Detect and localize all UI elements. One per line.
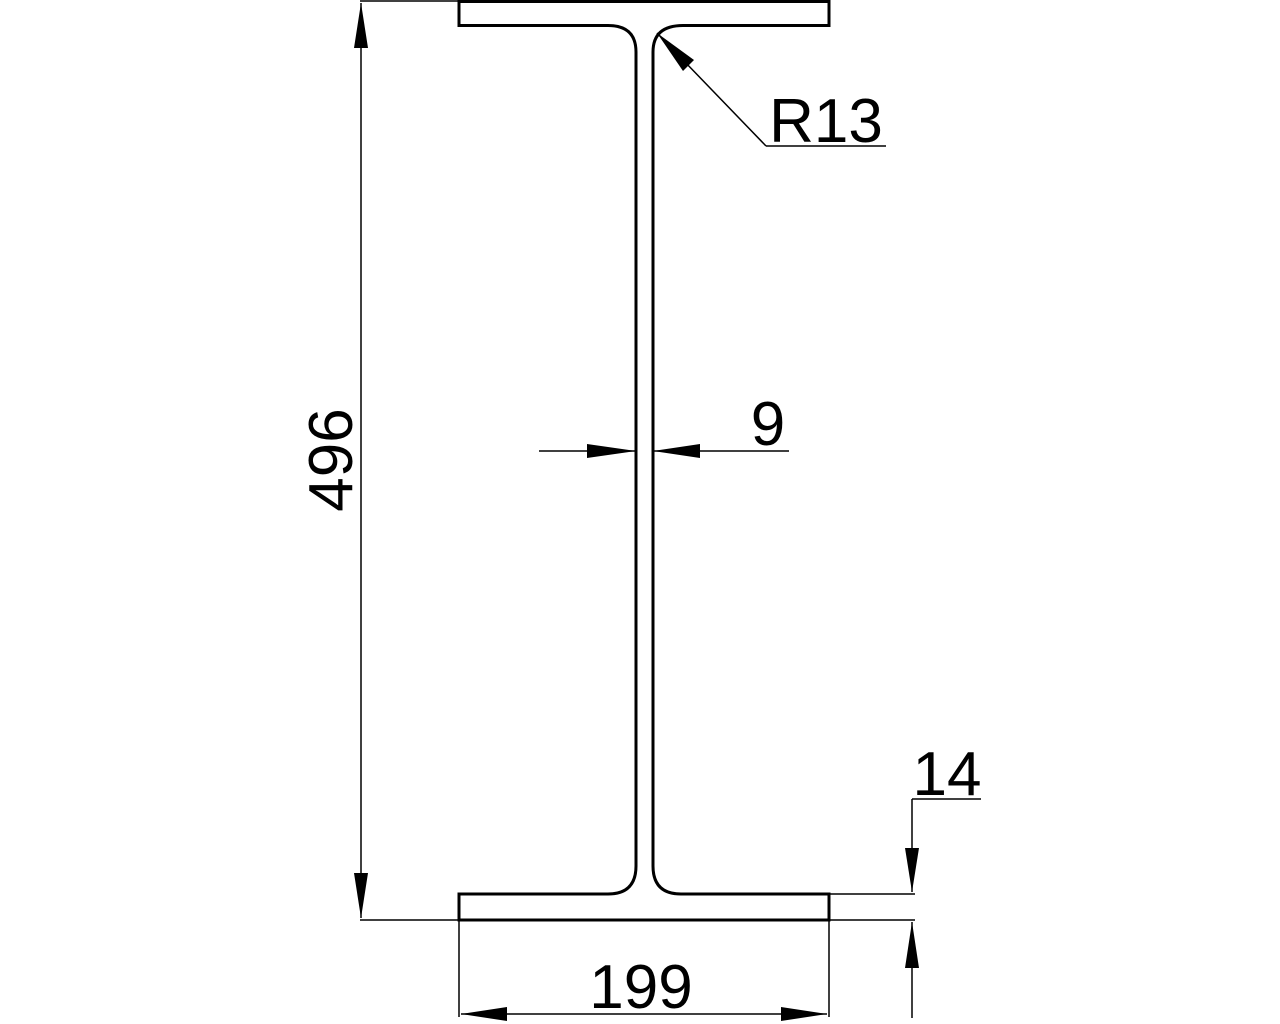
height-dimension: 496 [297, 0, 459, 921]
radius-dimension: R13 [656, 32, 886, 156]
flange-width-label: 199 [589, 953, 692, 1022]
radius-label: R13 [769, 87, 883, 156]
flange-thickness-dimension: 14 [829, 740, 981, 1018]
flange-width-dimension: 199 [458, 920, 830, 1022]
web-label: 9 [751, 390, 785, 459]
flange-thickness-label: 14 [913, 740, 982, 809]
height-label: 496 [297, 408, 366, 511]
web-dimension: 9 [539, 390, 789, 459]
